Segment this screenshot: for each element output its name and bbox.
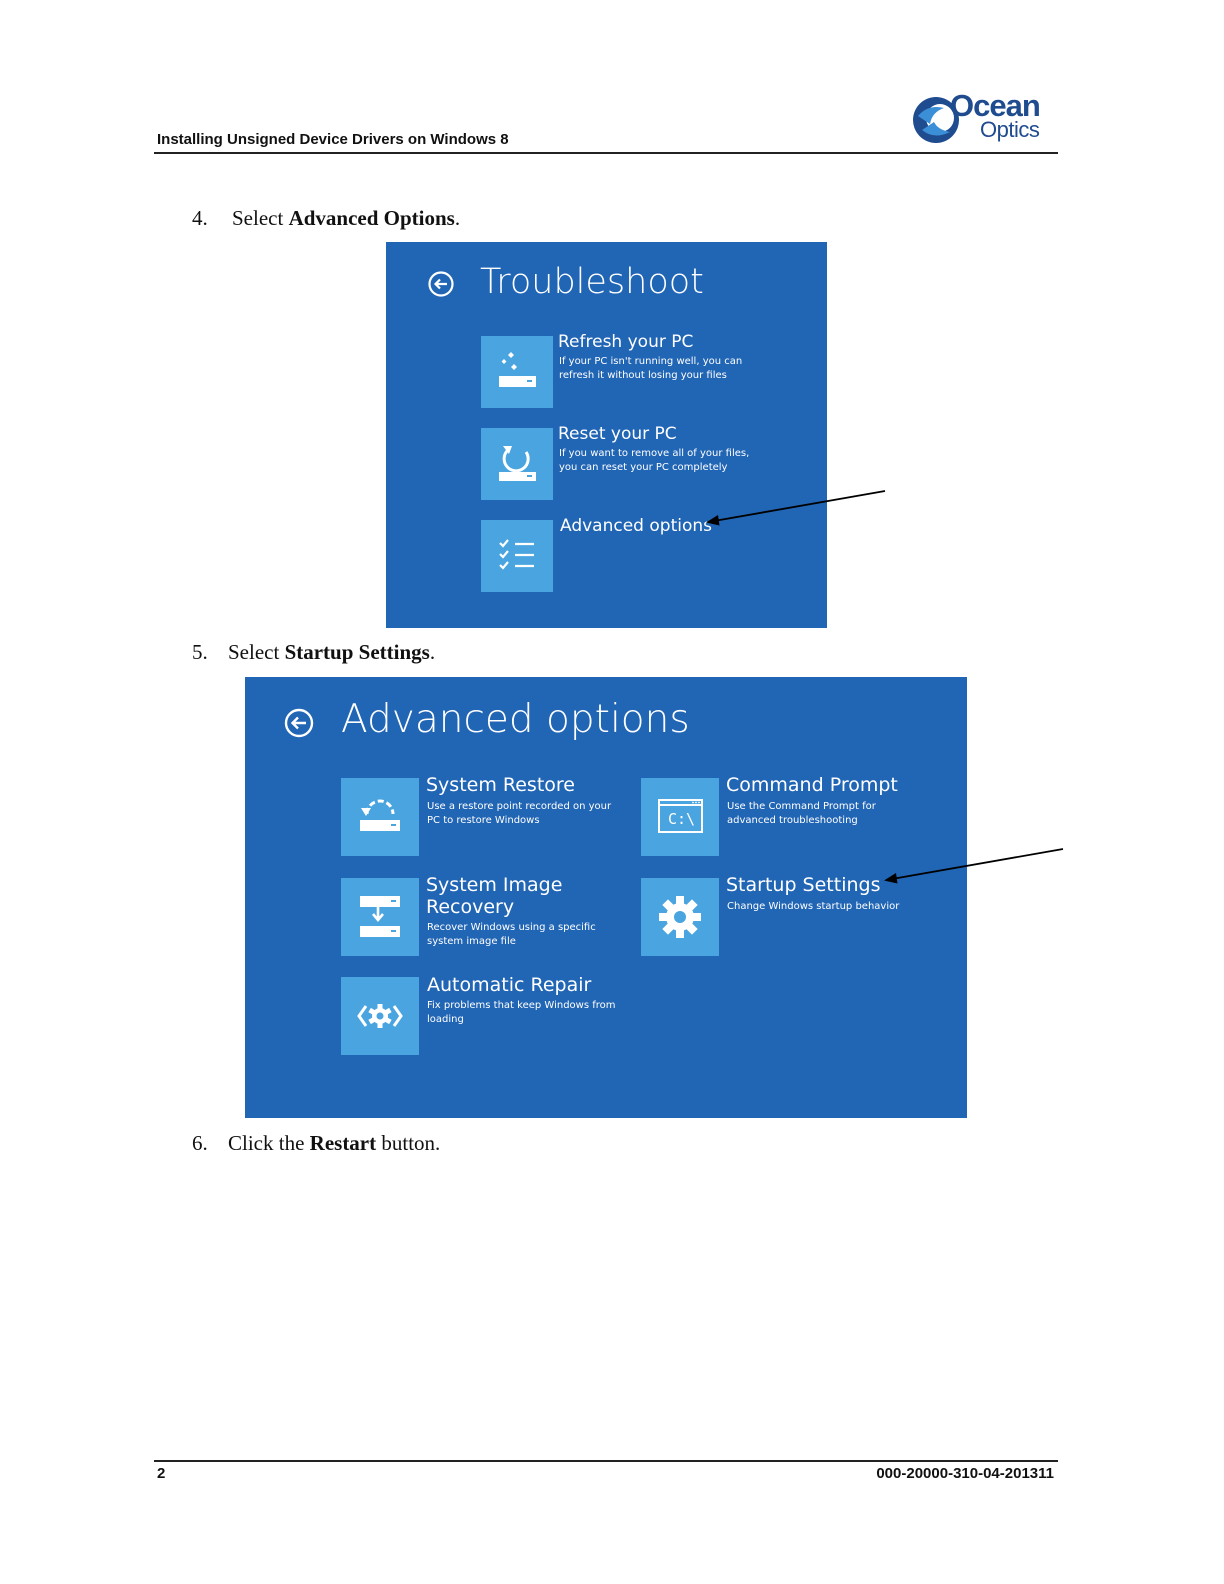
reset-pc-icon — [499, 446, 536, 481]
checklist-icon — [499, 539, 534, 570]
pointer-arrow-icon — [706, 490, 886, 526]
step-text: Click the — [228, 1131, 310, 1155]
option-description: If your PC isn't running well, you can r… — [559, 355, 742, 383]
system-restore-tile[interactable] — [341, 778, 419, 856]
step-number: 6. — [192, 1131, 208, 1155]
option-description: Change Windows startup behavior — [727, 900, 899, 914]
gear-icon — [659, 896, 701, 938]
desc-line: you can reset your PC completely — [559, 462, 728, 473]
system-image-icon — [360, 896, 400, 937]
title-line: Recovery — [426, 896, 515, 918]
option-title[interactable]: Command Prompt — [726, 774, 898, 796]
step-number: 5. — [192, 640, 208, 664]
startup-settings-tile[interactable] — [641, 878, 719, 956]
option-title[interactable]: Automatic Repair — [427, 974, 592, 996]
desc-line: refresh it without losing your files — [559, 370, 727, 381]
step-emphasis: Restart — [309, 1131, 377, 1155]
desc-line: Use a restore point recorded on your — [427, 801, 612, 812]
pointer-arrow-icon — [884, 848, 1064, 884]
option-title[interactable]: Advanced options — [560, 516, 712, 536]
step-5: 5. Select Startup Settings. — [192, 640, 435, 665]
option-title[interactable]: Refresh your PC — [558, 332, 694, 352]
desc-line: PC to restore Windows — [427, 815, 540, 826]
automatic-repair-icon — [357, 1004, 403, 1028]
refresh-pc-icon — [499, 352, 536, 387]
page-title: Advanced options — [341, 697, 690, 742]
page-number: 2 — [157, 1465, 166, 1482]
system-restore-icon — [360, 799, 400, 831]
command-prompt-icon — [658, 799, 703, 833]
desc-line: system image file — [427, 936, 516, 947]
footer-divider — [154, 1460, 1058, 1462]
option-title[interactable]: System Restore — [426, 774, 575, 796]
refresh-pc-tile[interactable] — [481, 336, 553, 408]
step-suffix: . — [429, 640, 436, 664]
desc-line: advanced troubleshooting — [727, 815, 858, 826]
step-suffix: . — [454, 206, 461, 230]
option-title[interactable]: Startup Settings — [726, 874, 881, 896]
step-suffix: button. — [376, 1131, 441, 1155]
advanced-options-tile[interactable] — [481, 520, 553, 592]
desc-line: Fix problems that keep Windows from — [427, 1000, 616, 1011]
option-title[interactable]: Reset your PC — [558, 424, 677, 444]
system-image-recovery-tile[interactable] — [341, 878, 419, 956]
desc-line: Recover Windows using a specific — [427, 922, 596, 933]
step-6: 6. Click the Restart button. — [192, 1131, 440, 1156]
option-description: Fix problems that keep Windows from load… — [427, 999, 616, 1027]
document-number: 000-20000-310-04-201311 — [876, 1465, 1054, 1482]
option-description: Use a restore point recorded on your PC … — [427, 800, 611, 828]
document-header-title: Installing Unsigned Device Drivers on Wi… — [157, 131, 509, 148]
option-description: Use the Command Prompt for advanced trou… — [727, 800, 876, 828]
page-title: Troubleshoot — [480, 262, 704, 302]
desc-line: Use the Command Prompt for — [727, 801, 876, 812]
back-arrow-icon[interactable] — [427, 270, 455, 298]
troubleshoot-screenshot: Troubleshoot Refresh your PC If your PC … — [386, 242, 827, 628]
back-arrow-icon[interactable] — [283, 707, 315, 739]
command-prompt-label: C:\ — [668, 810, 696, 828]
title-line: System Image — [426, 874, 563, 896]
advanced-options-screenshot: Advanced options System Restore Use a re… — [245, 677, 967, 1118]
command-prompt-tile[interactable]: C:\ — [641, 778, 719, 856]
desc-line: loading — [427, 1014, 464, 1025]
step-text: Select — [228, 640, 285, 664]
automatic-repair-tile[interactable] — [341, 977, 419, 1055]
logo-wordmark-ocean: Ocean — [950, 88, 1041, 123]
step-emphasis: Startup Settings — [284, 640, 430, 664]
option-description: Recover Windows using a specific system … — [427, 921, 596, 949]
step-emphasis: Advanced Options — [288, 206, 455, 230]
step-4: 4. Select Advanced Options. — [192, 206, 460, 231]
logo-wordmark-optics: Optics — [980, 117, 1040, 142]
option-description: If you want to remove all of your files,… — [559, 447, 749, 475]
header-divider — [154, 152, 1058, 154]
reset-pc-tile[interactable] — [481, 428, 553, 500]
desc-line: If your PC isn't running well, you can — [559, 356, 743, 367]
ocean-optics-logo-icon — [913, 97, 959, 143]
step-text: Select — [232, 206, 289, 230]
option-title[interactable]: System Image Recovery — [426, 874, 562, 918]
desc-line: If you want to remove all of your files, — [559, 448, 750, 459]
step-number: 4. — [192, 206, 208, 230]
desc-line: Change Windows startup behavior — [727, 901, 900, 912]
